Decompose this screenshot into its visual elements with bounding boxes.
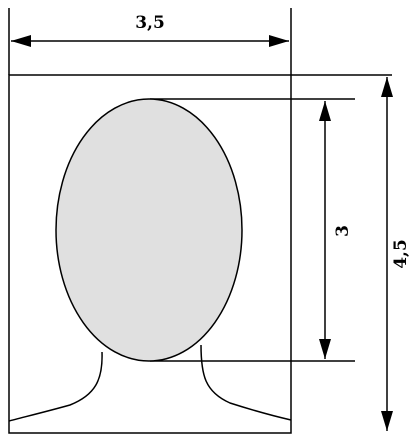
photo-frame	[8, 74, 292, 434]
total-height-label: 4,5	[391, 239, 411, 269]
right-shoulder	[200, 344, 292, 421]
face-height-label: 3	[333, 225, 353, 237]
face-oval	[55, 98, 243, 362]
width-label: 3,5	[135, 13, 165, 33]
left-shoulder	[8, 351, 103, 422]
